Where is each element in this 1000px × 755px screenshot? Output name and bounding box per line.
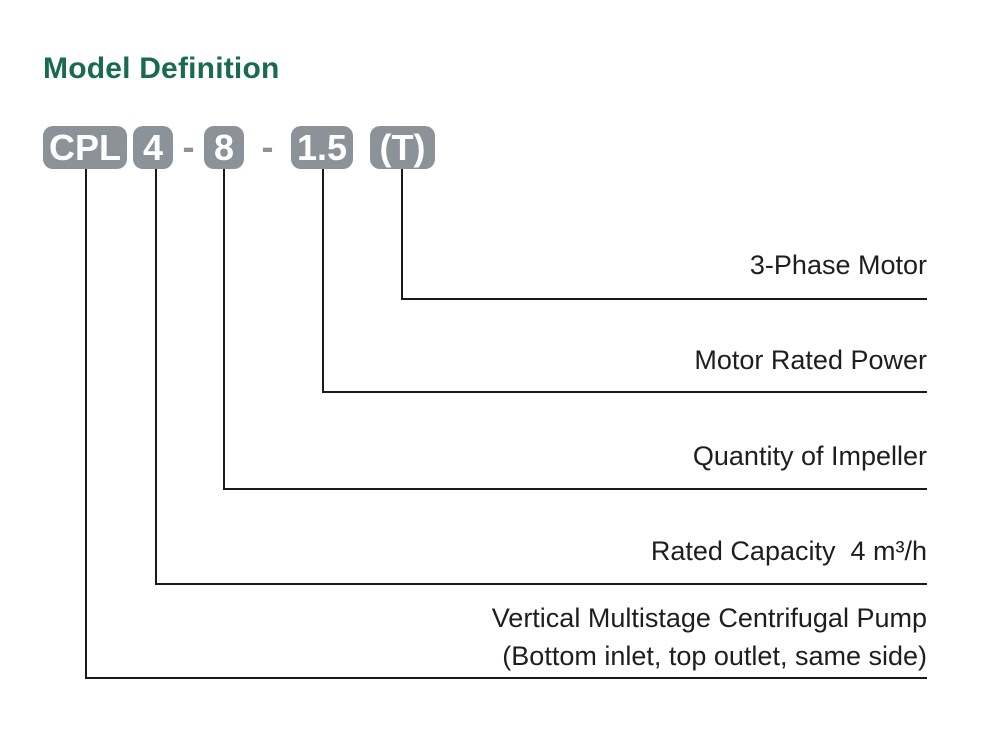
connector-horizontal-series [85,677,927,679]
connector-horizontal-phase [401,298,927,300]
connector-horizontal-capacity [155,583,927,585]
connector-vertical-power [322,169,324,391]
page-title: Model Definition [43,52,280,85]
model-segment-power: 1.5 [291,126,353,169]
connector-horizontal-power [322,391,927,393]
model-segment-phase: (T) [370,126,435,169]
model-segment-capacity: 4 [133,126,173,169]
connector-vertical-series [85,169,87,677]
connector-vertical-capacity [155,169,157,583]
callout-label-series-line2: (Bottom inlet, top outlet, same side) [502,641,927,671]
callout-label-power: Motor Rated Power [694,345,927,375]
callout-label-phase: 3-Phase Motor [749,250,927,280]
callout-label-series-line1: Vertical Multistage Centrifugal Pump [491,603,927,633]
model-segment-separator: - [261,126,274,167]
callout-label-impellers: Quantity of Impeller [692,441,927,471]
connector-vertical-phase [401,169,403,298]
model-segment-impellers: 8 [204,126,244,169]
connector-horizontal-impellers [223,488,927,490]
model-segment-series: CPL [43,126,127,169]
model-segment-separator: - [182,126,195,167]
callout-label-capacity: Rated Capacity 4 m³/h [650,536,927,566]
callout-label-series: Vertical Multistage Centrifugal Pump (Bo… [492,599,927,675]
connector-vertical-impellers [223,169,225,488]
